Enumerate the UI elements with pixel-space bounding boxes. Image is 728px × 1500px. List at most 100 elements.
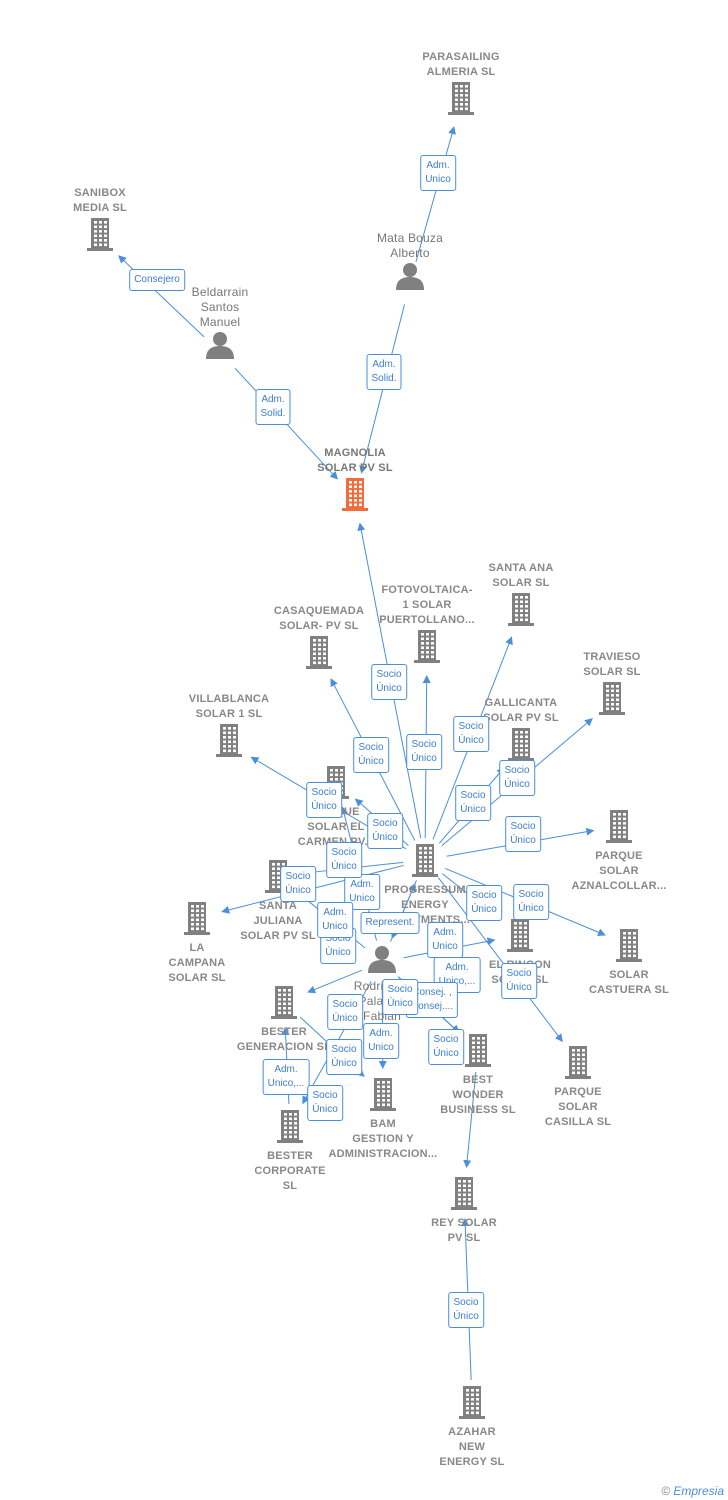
node-reysolar[interactable]: REY SOLAR PV SL (394, 1175, 534, 1246)
copyright-symbol: © (661, 1484, 671, 1498)
building-icon (508, 728, 534, 761)
person-icon (206, 332, 234, 359)
building-icon (465, 1034, 491, 1067)
building-icon (599, 682, 625, 715)
person-icon (368, 946, 396, 973)
node-label: REY SOLAR PV SL (431, 1217, 497, 1244)
edge-label[interactable]: Adm. Unico (427, 922, 463, 958)
building-icon (459, 1386, 485, 1419)
brand-footer: ©Empresia (661, 1484, 724, 1498)
edge-label[interactable]: Socio Único (326, 1039, 362, 1075)
edge-label[interactable]: Socio Único (353, 737, 389, 773)
edge-label[interactable]: Socio Único (466, 885, 502, 921)
edge-progressum-casilla (437, 877, 563, 1043)
edge-label[interactable]: Adm. Unico,... (262, 1059, 310, 1095)
building-icon (277, 1110, 303, 1143)
brand-name[interactable]: Empresia (673, 1484, 724, 1498)
edge-bestwonder-reysolar (463, 1071, 477, 1169)
building-icon (507, 919, 533, 952)
edge-rodriguez-bestergen (307, 969, 362, 994)
node-bestwonder[interactable]: BEST WONDER BUSINESS SL (408, 1032, 548, 1118)
node-label: SOLAR CASTUERA SL (588, 969, 670, 996)
node-casaquemada[interactable]: CASAQUEMADA SOLAR- PV SL (249, 604, 389, 675)
node-label: SANIBOX MEDIA SL (73, 187, 127, 214)
node-aznalcollar[interactable]: PARQUE SOLAR AZNALCOLLAR... (549, 808, 689, 894)
edge-label[interactable]: Adm. Solid. (366, 354, 402, 390)
edge-label[interactable]: Adm. Unico (420, 155, 456, 191)
node-castuera[interactable]: SOLAR CASTUERA SL (559, 927, 699, 998)
building-icon (87, 218, 113, 251)
node-label: LA CAMPANA SOLAR SL (168, 942, 226, 984)
node-label: PARQUE SOLAR AZNALCOLLAR... (571, 850, 667, 892)
edge-label[interactable]: Socio Único (327, 994, 363, 1030)
node-sanibox[interactable]: SANIBOX MEDIA SL (30, 186, 170, 257)
building-icon (414, 630, 440, 663)
person-icon (396, 263, 424, 290)
node-casilla[interactable]: PARQUE SOLAR CASILLA SL (508, 1044, 648, 1130)
node-label: PARQUE SOLAR CASILLA SL (544, 1086, 612, 1128)
edge-label[interactable]: Socio Único (505, 816, 541, 852)
edge-label[interactable]: Socio Único (367, 813, 403, 849)
edge-label[interactable]: Socio Único (371, 664, 407, 700)
node-beldarrain[interactable]: Beldarrain Santos Manuel (150, 285, 290, 365)
edge-label[interactable]: Socio Único (455, 785, 491, 821)
node-label: BESTER CORPORATE SL (254, 1150, 326, 1192)
edge-label[interactable]: Socio Único (382, 979, 418, 1015)
node-label: Beldarrain Santos Manuel (191, 285, 249, 329)
building-icon (370, 1078, 396, 1111)
building-icon (184, 902, 210, 935)
building-icon (448, 82, 474, 115)
node-label: MAGNOLIA SOLAR PV SL (317, 447, 393, 474)
node-fotovoltaica[interactable]: FOTOVOLTAICA- 1 SOLAR PUERTOLLANO... (357, 583, 497, 669)
edge-label[interactable]: Socio Único (448, 1292, 484, 1328)
node-label: TRAVIESO SOLAR SL (583, 651, 641, 678)
building-icon (216, 724, 242, 757)
node-label: BEST WONDER BUSINESS SL (440, 1074, 516, 1116)
node-label: Mata Bouza Alberto (376, 231, 444, 260)
node-label: FOTOVOLTAICA- 1 SOLAR PUERTOLLANO... (379, 584, 475, 626)
node-parasailing[interactable]: PARASAILING ALMERIA SL (391, 50, 531, 121)
edge-label[interactable]: Socio Único (326, 842, 362, 878)
node-travieso[interactable]: TRAVIESO SOLAR SL (542, 650, 682, 721)
edge-label[interactable]: Adm. Unico (363, 1023, 399, 1059)
node-label: CASAQUEMADA SOLAR- PV SL (273, 605, 365, 632)
edge-label[interactable]: Socio Único (501, 963, 537, 999)
building-icon (616, 929, 642, 962)
node-label: AZAHAR NEW ENERGY SL (439, 1426, 505, 1468)
edge-label[interactable]: Represent. (360, 912, 420, 934)
edge-label[interactable]: Adm. Unico (317, 902, 353, 938)
building-icon (306, 636, 332, 669)
edge-label[interactable]: Socio Único (513, 884, 549, 920)
building-icon (508, 593, 534, 626)
node-label: SANTA ANA SOLAR SL (488, 562, 554, 589)
node-label: PARASAILING ALMERIA SL (422, 51, 500, 78)
node-gallicanta[interactable]: GALLICANTA SOLAR PV SL (451, 696, 591, 767)
node-azahar[interactable]: AZAHAR NEW ENERGY SL (402, 1384, 542, 1470)
edge-label[interactable]: Socio Único (428, 1029, 464, 1065)
node-villablanca[interactable]: VILLABLANCA SOLAR 1 SL (159, 692, 299, 763)
building-icon (606, 810, 632, 843)
node-santaana[interactable]: SANTA ANA SOLAR SL (451, 561, 591, 632)
edge-label[interactable]: Consejero (129, 269, 185, 291)
building-icon (271, 986, 297, 1019)
node-label: VILLABLANCA SOLAR 1 SL (188, 693, 270, 720)
edge-label[interactable]: Socio Único (306, 782, 342, 818)
edge-label[interactable]: Adm. Solid. (255, 389, 291, 425)
node-bestercorp[interactable]: BESTER CORPORATE SL (220, 1108, 360, 1194)
node-mata[interactable]: Mata Bouza Alberto (340, 231, 480, 296)
edge-label[interactable]: Socio Único (307, 1085, 343, 1121)
edge-mata-parasailing (415, 126, 456, 262)
node-bam[interactable]: BAM GESTION Y ADMINISTRACION... (313, 1076, 453, 1162)
node-label: GALLICANTA SOLAR PV SL (483, 697, 559, 724)
edge-label[interactable]: Socio Único (406, 734, 442, 770)
node-label: SANTA JULIANA SOLAR PV SL (240, 900, 316, 942)
building-icon (412, 844, 438, 877)
building-icon (565, 1046, 591, 1079)
edge-label[interactable]: Socio Único (499, 760, 535, 796)
edge-label[interactable]: Socio Único (280, 866, 316, 902)
edge-label[interactable]: Socio Único (453, 716, 489, 752)
node-lacampana[interactable]: LA CAMPANA SOLAR SL (127, 900, 267, 986)
node-label: BAM GESTION Y ADMINISTRACION... (328, 1118, 438, 1160)
building-icon (342, 478, 368, 511)
node-magnolia[interactable]: MAGNOLIA SOLAR PV SL (285, 446, 425, 517)
